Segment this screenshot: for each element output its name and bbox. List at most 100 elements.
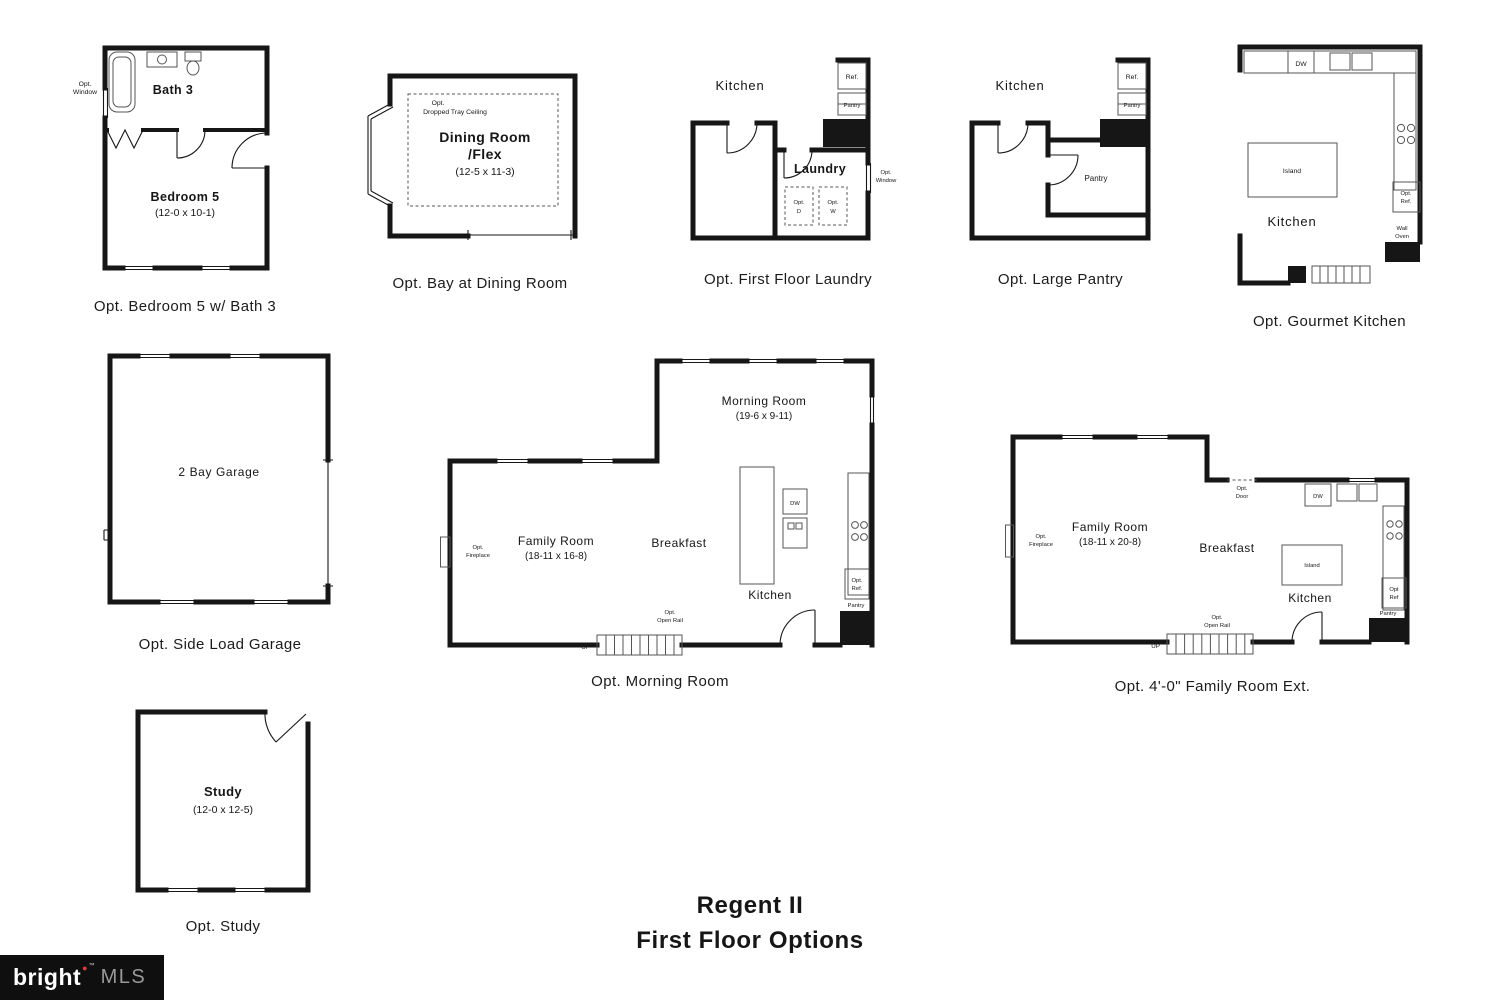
windows: [495, 358, 875, 464]
floorplan-morning: Morning Room (19-6 x 9-11) Family Room (…: [440, 358, 875, 656]
doors: [106, 128, 268, 169]
floorplan-large-pantry: Kitchen Ref. Pantry Pantry: [969, 57, 1151, 241]
open-rail-label2: Open Rail: [657, 618, 683, 624]
walls: [690, 57, 871, 241]
open-rail-label: Opt.: [665, 610, 676, 616]
plan-caption-bedroom5: Opt. Bedroom 5 w/ Bath 3: [93, 298, 277, 315]
ref-pantry-fixtures: [1117, 62, 1147, 116]
wall-notch: [103, 529, 110, 541]
plan-caption-laundry: Opt. First Floor Laundry: [704, 271, 872, 288]
room-label: Bedroom 5: [151, 190, 220, 204]
dw-label: DW: [1295, 61, 1307, 68]
doors: [1291, 611, 1323, 643]
chase-block: [823, 119, 868, 147]
open-rail-label: Opt.: [1212, 615, 1223, 621]
plan-dining: Opt. Dropped Tray Ceiling Dining Room /F…: [360, 68, 600, 292]
bath-fixtures: [108, 51, 202, 113]
windows: [138, 353, 290, 605]
plan-caption-garage: Opt. Side Load Garage: [138, 636, 302, 653]
island-outline: [1247, 142, 1338, 198]
family-dims: (18-11 x 20-8): [1079, 537, 1141, 548]
plan-bedroom5: Opt. Window Bath 3 Bedroom 5 (12-0 x 10-…: [55, 38, 315, 315]
floorplan-laundry: Kitchen Ref. Pantry Laundry Opt. D Opt. …: [690, 57, 897, 241]
fireplace-label2: Fireplace: [1029, 542, 1053, 548]
pantry-block: [1369, 618, 1407, 642]
room-dims: (12-0 x 12-5): [193, 804, 253, 816]
kitchen-label: Kitchen: [1288, 591, 1332, 605]
plan-laundry: Kitchen Ref. Pantry Laundry Opt. D Opt. …: [672, 55, 904, 288]
opt-ref-label2: Ref.: [852, 586, 863, 592]
pantry-label: Pantry: [844, 103, 861, 109]
opt-window-label: Opt.: [79, 81, 92, 88]
openings: [467, 230, 575, 240]
opt-ref-label2: Ref.: [1401, 199, 1412, 205]
opt-w-label2: W: [830, 209, 836, 215]
plan-caption-study: Opt. Study: [185, 918, 261, 935]
floorplan-study: Study (12-0 x 12-5): [135, 709, 311, 893]
opt-window-label2: Window: [73, 89, 97, 96]
room-dims: (12-5 x 11-3): [455, 166, 514, 178]
walls: [387, 73, 578, 239]
plan-large-pantry: Kitchen Ref. Pantry Pantry Opt. Large Pa…: [958, 55, 1163, 288]
plan-caption-family-ext: Opt. 4'-0" Family Room Ext.: [1114, 678, 1311, 695]
pantry-block: [840, 611, 872, 645]
walls: [447, 358, 875, 648]
breakfast-label: Breakfast: [651, 536, 706, 550]
doors: [997, 122, 1079, 186]
room-label: Study: [204, 784, 242, 799]
opt-window-label: Opt.: [881, 170, 892, 176]
stairs: [1288, 265, 1371, 284]
counters: [1243, 50, 1421, 213]
plan-study: Study (12-0 x 12-5) Opt. Study: [128, 702, 318, 935]
opt-d-label: Opt.: [794, 200, 805, 206]
plan-caption-gourmet: Opt. Gourmet Kitchen: [1252, 313, 1407, 330]
logo-mls-text: MLS: [100, 966, 147, 988]
plan-caption-morning: Opt. Morning Room: [591, 673, 729, 690]
garage-label: 2 Bay Garage: [178, 465, 259, 479]
tray-ceiling-outline: [407, 93, 559, 207]
windows: [1060, 434, 1377, 483]
tray-label2: Dropped Tray Ceiling: [423, 109, 487, 116]
logo-trademark: ™: [88, 963, 95, 969]
opt-ref-label: Opt.: [852, 578, 863, 584]
sheet-title: Regent II First Floor Options: [0, 888, 1500, 958]
ref-pantry-fixtures: [837, 62, 867, 116]
fireplace-box: [1005, 524, 1014, 558]
opt-window-label2: Window: [876, 178, 897, 184]
floorplan-gourmet: DW Island Kitchen Opt. Ref. Wall Oven: [1237, 44, 1423, 286]
dw-label: DW: [1313, 494, 1323, 500]
pantry-label: Pantry: [848, 603, 865, 609]
opt-door-label2: Door: [1236, 494, 1249, 500]
walls: [969, 57, 1151, 241]
floorplan-family-ext: Family Room (18-11 x 20-8) Breakfast Kit…: [1005, 434, 1410, 655]
pantry-small-label: Pantry: [1124, 103, 1141, 109]
open-rail-label2: Open Rail: [1204, 623, 1230, 629]
walls: [107, 353, 331, 605]
breakfast-label: Breakfast: [1199, 541, 1254, 555]
laundry-label: Laundry: [794, 162, 846, 176]
stairs: [596, 634, 683, 656]
room-dims: (12-0 x 10-1): [155, 207, 215, 219]
room-label: Dining Room: [439, 129, 531, 145]
ref-label: Ref.: [846, 74, 859, 81]
garage-door-opening: [323, 459, 333, 587]
opt-ref-label2: Ref: [1389, 595, 1398, 601]
kitchen-fixtures: [1281, 483, 1407, 611]
walls: [135, 709, 311, 893]
opt-door-label: Opt.: [1237, 486, 1248, 492]
bath-label: Bath 3: [153, 83, 194, 97]
doors: [779, 609, 816, 646]
kitchen-label: Kitchen: [996, 78, 1045, 93]
windows: [102, 88, 232, 271]
morning-dims: (19-6 x 9-11): [736, 411, 793, 422]
family-label: Family Room: [518, 534, 594, 548]
plan-caption-dining: Opt. Bay at Dining Room: [392, 275, 568, 292]
walls: [102, 45, 270, 271]
door: [264, 711, 307, 743]
island-label: Island: [1283, 168, 1301, 175]
wall-oven-label: Wall: [1396, 226, 1407, 232]
fireplace-label2: Fireplace: [466, 553, 490, 559]
plan-caption-large-pantry: Opt. Large Pantry: [997, 271, 1124, 288]
opt-ref-label: Opt.: [1401, 191, 1412, 197]
room-label2: /Flex: [468, 146, 502, 162]
